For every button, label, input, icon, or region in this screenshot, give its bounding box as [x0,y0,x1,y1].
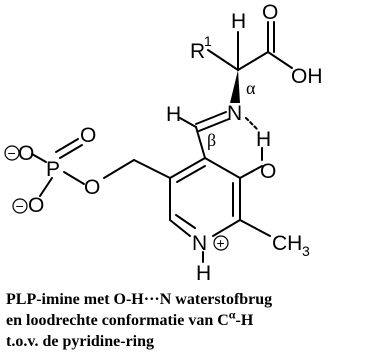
charges: − − + [4,145,229,251]
atom-n-ring: N [192,232,207,255]
atom-methyl: CH [272,232,302,255]
atom-o-phos-ester: O [84,176,100,199]
ring-c5-c4-inner [176,165,206,183]
bond-n-cbeta-1 [195,111,227,125]
atom-h-bridge: H [256,128,271,151]
ring-c5-c4 [169,157,206,179]
figure-caption: PLP-imine met O-H···N waterstofbrug en l… [6,289,361,352]
bonds [31,21,293,263]
hbond-n-h [245,117,259,131]
caption-line-2-a: en loodrechte conformatie van C [6,312,229,329]
bond-c5-ch2 [133,159,171,179]
structure-drawing: R 1 H O OH α H N H β O O O P O O N H CH … [4,1,323,285]
atom-p: P [46,158,60,181]
label-alpha: α [246,78,256,98]
bond-ch2-o [103,159,135,179]
atom-labels: R 1 H O OH α H N H β O O O P O O N H CH … [18,1,323,285]
bond-h-cbeta [179,117,197,128]
ring-c2-n1 [212,219,241,237]
atom-oh-acid: OH [291,65,323,88]
charge-minus-2: − [16,198,24,214]
atom-r-group: R [190,40,205,63]
atom-o-phos-left: O [18,142,34,165]
atom-h-ring: H [196,262,211,285]
caption-line-2-sup: α [228,307,236,322]
atom-o-phos-top: O [80,124,96,147]
bond-calpha-n [230,70,240,103]
atom-methyl-sub: 3 [302,243,310,259]
charge-plus-circle [213,235,229,251]
ring-c4-c3 [204,157,241,179]
bond-r-calpha [207,49,239,71]
bond-o-p [63,171,85,185]
bond-c2-ch3 [239,219,271,237]
atom-o-carbonyl: O [262,1,278,24]
bond-p-otop-1 [59,144,83,159]
atom-r-group-index: 1 [204,33,212,49]
caption-line-2-b: -H [235,312,254,329]
bond-n-cbeta-2 [198,118,230,132]
charge-plus: + [217,235,225,251]
charge-minus-2-circle [12,198,28,214]
ring-n1-c6-inner [175,214,196,229]
atom-h-alpha: H [231,10,246,33]
bond-calpha-ccooh [237,51,269,71]
label-beta: β [207,130,216,150]
atom-o-phos-bottom: O [28,194,44,217]
charge-minus-1-circle [4,145,20,161]
atom-h-imine: H [166,103,181,126]
bond-c3-o [239,165,263,179]
bond-p-obottom [39,177,53,197]
atom-o-phenol: O [260,160,276,183]
bond-p-otop-2 [55,138,79,153]
caption-line-3: t.o.v. de pyridine-ring [6,333,155,350]
charge-minus-1: − [8,145,16,161]
caption-line-1: PLP-imine met O-H···N waterstofbrug [6,291,273,308]
ring-n1-c6 [169,219,191,237]
bond-cbeta-c4 [195,126,206,159]
atom-n-imine: N [227,102,242,125]
caption-line-2: en loodrechte conformatie van Cα-H [6,307,361,331]
bond-c-oh [267,51,293,69]
bond-p-oleft [31,153,47,163]
